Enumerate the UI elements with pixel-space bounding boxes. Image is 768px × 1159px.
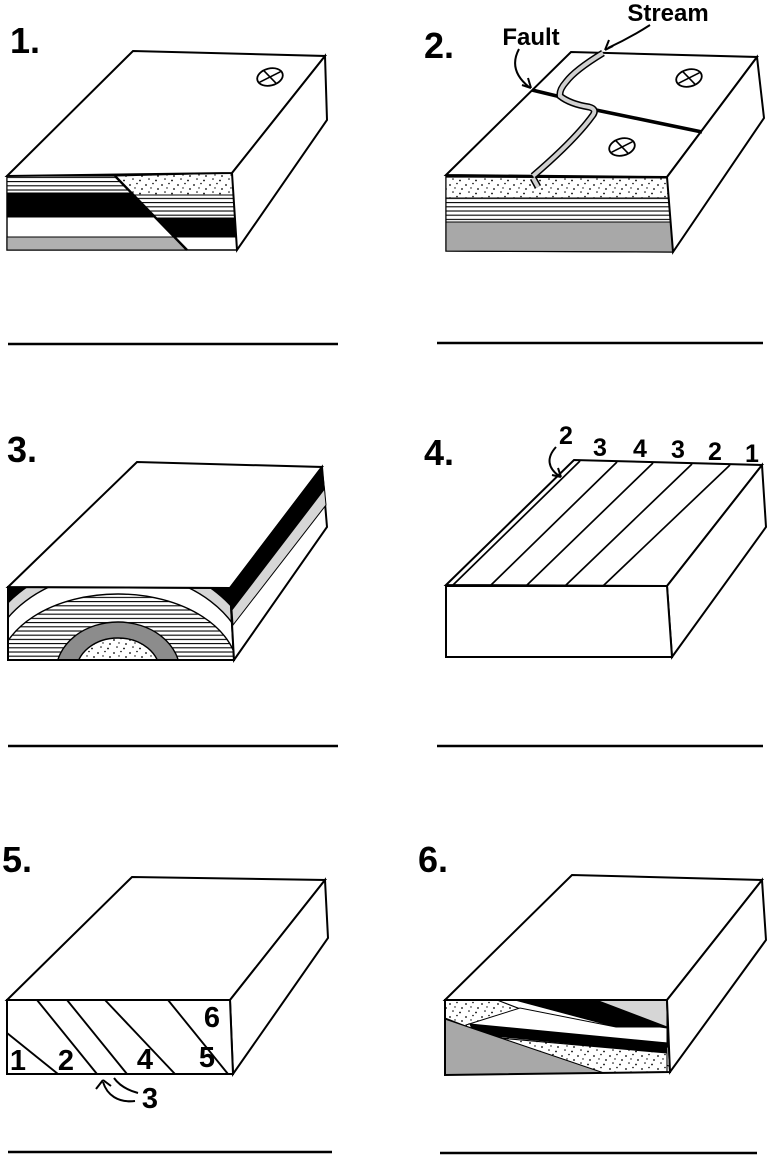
block2-layer-striped (445, 197, 672, 223)
block5-front-face (6, 999, 235, 1075)
problem-number-3: 3. (7, 429, 37, 470)
block2-fault-line-right (595, 108, 703, 134)
bed-label: 5 (199, 1042, 215, 1074)
bedding-symbol-icon (608, 137, 636, 157)
block2-layer-gray (445, 221, 674, 253)
block2-front-face (445, 175, 674, 253)
bed-2-arrowhead (551, 467, 562, 478)
stream-label: Stream (627, 0, 708, 27)
stream-channel (529, 50, 605, 189)
fault-arrow (514, 48, 530, 88)
block1-layer-gray-left (6, 236, 189, 251)
block3-side-lightgray-band (231, 487, 327, 627)
block4-front-face (445, 585, 674, 658)
bed-label: 2 (58, 1045, 74, 1077)
bed-label: 4 (137, 1044, 153, 1076)
block3-fold-darkgray-ring (55, 621, 181, 660)
bed-label: 1 (10, 1045, 26, 1077)
problem-number-4: 4. (424, 432, 454, 473)
block6-side-face (665, 877, 768, 1075)
block1-fault-trace (114, 175, 188, 251)
block-diagram-1: 1. (4, 20, 338, 346)
problem-number-2: 2. (424, 25, 454, 66)
block3-fold-stippled-core (75, 637, 161, 660)
block1-layer-striped-left (6, 175, 133, 194)
block5-dipping-bed-traces (6, 999, 229, 1075)
problem-number-1: 1. (10, 20, 40, 61)
bed-3-arrowhead (95, 1079, 112, 1090)
bed-label: 1 (745, 440, 759, 468)
block6-front-face-crosscutting (445, 1000, 670, 1075)
block3-front-face-fold (8, 587, 234, 660)
block1-layer-stippled-right (113, 172, 235, 196)
block2-fault-line-left (531, 88, 562, 99)
block1-front-face (6, 172, 238, 251)
bed-label: 4 (633, 435, 647, 463)
fault-arrowhead (521, 77, 532, 89)
bedding-symbol-icon (675, 68, 703, 88)
block4-bed-numbers: 3 4 3 2 1 (593, 434, 759, 468)
bed-label: 3 (671, 436, 685, 464)
stream-arrow (607, 24, 651, 49)
problem-number-5: 5. (2, 839, 32, 880)
bed-label: 3 (593, 434, 607, 462)
problem-number-6: 6. (418, 839, 448, 880)
fault-label: Fault (502, 24, 559, 51)
block-diagram-5: 5. 1 2 4 5 6 3 (2, 839, 332, 1154)
block1-side-face (230, 53, 329, 253)
block-diagram-2: 2. Fault (424, 0, 766, 345)
bed-label: 6 (204, 1002, 220, 1034)
block3-fold-striped-ring (8, 593, 234, 660)
block-diagram-4: 4. 2 3 4 3 2 1 (424, 422, 768, 748)
block1-layer-black-left (6, 192, 157, 218)
block3-side-face (228, 464, 329, 663)
stream-arrowhead (604, 39, 614, 51)
block2-layer-stippled (445, 176, 670, 199)
block5-bed-numbers: 1 2 4 5 6 3 (10, 1002, 220, 1115)
bed-label: 2 (708, 438, 722, 466)
bed-label-pointed: 3 (142, 1083, 158, 1115)
block2-side-face (665, 54, 766, 255)
bedding-symbol-icon (256, 67, 284, 87)
bed-2-arrow (548, 446, 560, 477)
block-diagram-6: 6. (418, 839, 768, 1155)
bed-3-arrow-second-stroke (113, 1077, 139, 1094)
bed-3-arrow (102, 1081, 136, 1103)
block4-vertical-bed-traces (452, 460, 731, 587)
bed-label-pointed: 2 (559, 422, 573, 450)
block-diagram-3: 3. (5, 429, 338, 748)
